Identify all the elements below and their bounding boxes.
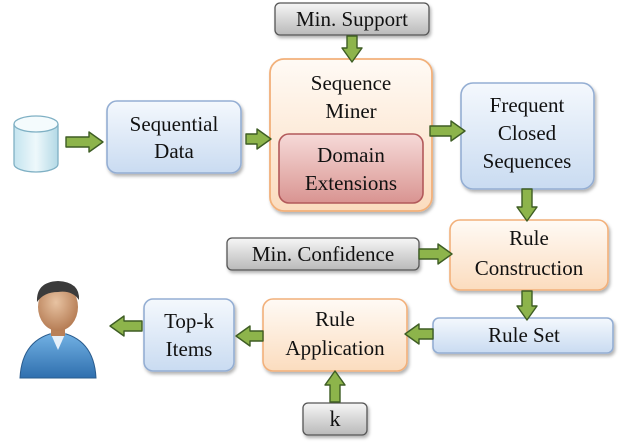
frequent-closed-sequences-line-1: Frequent [490, 93, 565, 117]
sequential-data-line-1: Sequential [130, 112, 219, 136]
sequential-data-line-2: Data [154, 139, 194, 163]
top-k-items-box: Top-k Items [143, 298, 235, 372]
arrow-rule-application-to-top-k [235, 325, 264, 347]
rule-application-box: Rule Application [262, 298, 408, 372]
arrow-miner-to-frequent-sequences [429, 120, 466, 142]
arrow-frequent-sequences-to-rule-construction [516, 188, 538, 222]
rule-construction-box: Rule Construction [449, 219, 609, 291]
domain-extensions-box: Domain Extensions [278, 133, 424, 204]
min-support-label: Min. Support [296, 7, 408, 31]
arrow-database-to-sequential-data [65, 131, 104, 153]
domain-extensions-line-2: Extensions [305, 171, 397, 195]
min-confidence-box: Min. Confidence [226, 237, 420, 271]
arrow-rule-construction-to-rule-set [516, 290, 538, 321]
arrow-top-k-to-user [109, 315, 143, 337]
rule-application-line-2: Application [285, 336, 385, 360]
sequence-miner-line-1: Sequence [311, 71, 391, 95]
arrow-min-confidence-to-rule-construction [418, 243, 453, 265]
rule-construction-line-2: Construction [475, 256, 584, 280]
rule-construction-line-1: Rule [509, 226, 549, 250]
arrow-sequential-data-to-miner [245, 128, 272, 150]
sequence-miner-line-2: Miner [325, 99, 376, 123]
arrow-rule-set-to-rule-application [404, 323, 434, 345]
arrows-layer [65, 35, 538, 403]
arrow-min-support-to-miner [341, 35, 363, 63]
arrow-k-to-rule-application [324, 370, 346, 403]
frequent-closed-sequences-line-3: Sequences [483, 149, 572, 173]
rule-set-label: Rule Set [488, 323, 560, 347]
rule-set-box: Rule Set [432, 317, 614, 354]
top-k-items-line-1: Top-k [164, 309, 214, 333]
k-label: k [330, 406, 341, 431]
top-k-items-line-2: Items [166, 337, 213, 361]
rule-application-line-1: Rule [315, 307, 355, 331]
frequent-closed-sequences-line-2: Closed [498, 121, 557, 145]
k-box: k [302, 402, 368, 436]
min-confidence-label: Min. Confidence [252, 242, 394, 266]
frequent-closed-sequences-box: Frequent Closed Sequences [460, 82, 595, 190]
min-support-box: Min. Support [274, 2, 430, 36]
domain-extensions-line-1: Domain [317, 143, 385, 167]
sequential-data-box: Sequential Data [106, 100, 242, 174]
database-icon [13, 115, 59, 173]
user-icon [19, 281, 97, 379]
